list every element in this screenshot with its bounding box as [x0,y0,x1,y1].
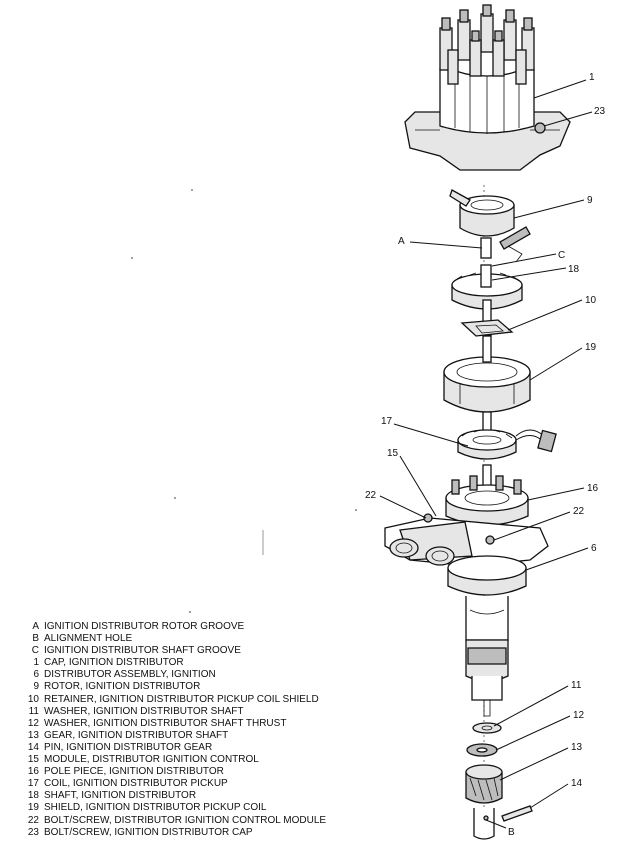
pole-piece-and-module [445,464,529,526]
shaft-gear [465,764,503,804]
legend-code: 12 [27,717,39,729]
cap-terminal-towers [439,4,535,85]
legend-text: WASHER, IGNITION DISTRIBUTOR SHAFT THRUS… [44,717,287,729]
callout-15: 15 [387,448,399,459]
legend-code: B [32,633,39,645]
legend-item: 15 MODULE, DISTRIBUTOR IGNITION CONTROL [24,754,344,766]
distributor-housing [384,513,549,717]
callout-16: 16 [587,483,599,494]
legend-code: 11 [28,705,39,717]
callout-C: C [558,250,565,261]
legend-code: 15 [27,754,39,766]
legend-text: SHIELD, IGNITION DISTRIBUTOR PICKUP COIL [44,802,267,814]
legend-item: 12 WASHER, IGNITION DISTRIBUTOR SHAFT THR… [24,718,344,730]
rotor [449,189,515,237]
module-screw-left [423,513,433,523]
shaft-bottom [473,808,495,840]
legend-code: 10 [27,693,39,705]
pickup-coil-shield [443,335,531,433]
legend-code: 17 [27,778,39,790]
legend-item: B ALIGNMENT HOLE [24,633,344,645]
legend-text: ALIGNMENT HOLE [44,633,133,645]
legend-code: A [32,621,39,632]
legend-item: 16 POLE PIECE, IGNITION DISTRIBUTOR [24,766,344,778]
legend-item: 1 CAP, IGNITION DISTRIBUTOR [24,657,344,669]
legend-item: 19 SHIELD, IGNITION DISTRIBUTOR PICKUP CO… [24,802,344,814]
callout-14: 14 [571,778,583,789]
legend-code: 1 [33,657,39,669]
callout-10: 10 [585,295,597,306]
legend-item: 22 BOLT/SCREW, DISTRIBUTOR IGNITION CONTR… [24,815,344,827]
legend-text: POLE PIECE, IGNITION DISTRIBUTOR [44,766,224,778]
callout-17: 17 [381,416,393,427]
legend-code: 16 [27,766,39,778]
legend-text: RETAINER, IGNITION DISTRIBUTOR PICKUP CO… [44,693,319,705]
legend-text: ROTOR, IGNITION DISTRIBUTOR [44,681,201,693]
leader-lines [379,79,593,829]
legend-item: A IGNITION DISTRIBUTOR ROTOR GROOVE [24,621,344,633]
legend-text: PIN, IGNITION DISTRIBUTOR GEAR [44,741,213,753]
legend-item: 6 DISTRIBUTOR ASSEMBLY, IGNITION [24,669,344,681]
callout-19: 19 [585,342,597,353]
legend-text: COIL, IGNITION DISTRIBUTOR PICKUP [44,778,228,790]
legend-text: WASHER, IGNITION DISTRIBUTOR SHAFT [44,705,244,717]
legend-text: IGNITION DISTRIBUTOR SHAFT GROOVE [44,645,241,657]
module-connectors [389,538,455,566]
callout-23: 23 [594,106,606,117]
callout-labels: 1 23 9 A C 18 10 19 17 15 16 22 22 6 11 … [365,72,606,838]
callout-9: 9 [587,195,593,206]
legend-text: IGNITION DISTRIBUTOR ROTOR GROOVE [44,621,245,632]
legend-item: 18 SHAFT, IGNITION DISTRIBUTOR [24,790,344,802]
legend-code: 9 [33,681,39,693]
legend-item: 9 ROTOR, IGNITION DISTRIBUTOR [24,681,344,693]
callout-B: B [508,827,515,838]
callout-A: A [398,236,405,247]
legend-code: C [31,645,39,657]
legend-text: BOLT/SCREW, DISTRIBUTOR IGNITION CONTROL… [44,814,327,826]
legend-code: 13 [27,729,39,741]
thrust-washer [466,743,498,757]
legend-text: CAP, IGNITION DISTRIBUTOR [44,657,184,669]
legend-item: 11 WASHER, IGNITION DISTRIBUTOR SHAFT [24,706,344,718]
callout-22-left: 22 [365,490,377,501]
legend-code: 6 [33,669,39,681]
legend-text: SHAFT, IGNITION DISTRIBUTOR [44,790,197,802]
legend-item: 13 GEAR, IGNITION DISTRIBUTOR SHAFT [24,730,344,742]
parts-legend: A IGNITION DISTRIBUTOR ROTOR GROOVE B ALIGN… [24,621,344,839]
legend-item: 10 RETAINER, IGNITION DISTRIBUTOR PICKUP … [24,694,344,706]
legend-text: BOLT/SCREW, IGNITION DISTRIBUTOR CAP [44,826,253,838]
gear-pin [501,805,533,822]
legend-code: 19 [27,802,39,814]
legend-code: 14 [27,741,39,753]
legend-text: MODULE, DISTRIBUTOR IGNITION CONTROL [44,754,259,766]
legend-text: DISTRIBUTOR ASSEMBLY, IGNITION [44,669,216,681]
legend-code: 23 [27,826,39,838]
pickup-coil-retainer [460,319,514,337]
legend-item: C IGNITION DISTRIBUTOR SHAFT GROOVE [24,645,344,657]
callout-6: 6 [591,543,597,554]
callout-22-right: 22 [573,506,585,517]
callout-12: 12 [573,710,585,721]
legend-item: 14 PIN, IGNITION DISTRIBUTOR GEAR [24,742,344,754]
distributor-cap [404,4,571,171]
callout-18: 18 [568,264,580,275]
scan-specks [131,189,357,613]
alignment-hole [483,815,489,821]
legend-code: 18 [27,790,39,802]
legend-text: GEAR, IGNITION DISTRIBUTOR SHAFT [44,729,229,741]
callout-13: 13 [571,742,583,753]
legend-item: 23 BOLT/SCREW, IGNITION DISTRIBUTOR CAP [24,827,344,839]
pickup-coil [457,429,557,460]
callout-1: 1 [589,72,595,83]
module-screw-right [485,535,495,545]
legend-item: 17 COIL, IGNITION DISTRIBUTOR PICKUP [24,778,344,790]
legend-code: 22 [27,814,39,826]
callout-11: 11 [571,680,582,691]
cap-screw [534,122,546,134]
